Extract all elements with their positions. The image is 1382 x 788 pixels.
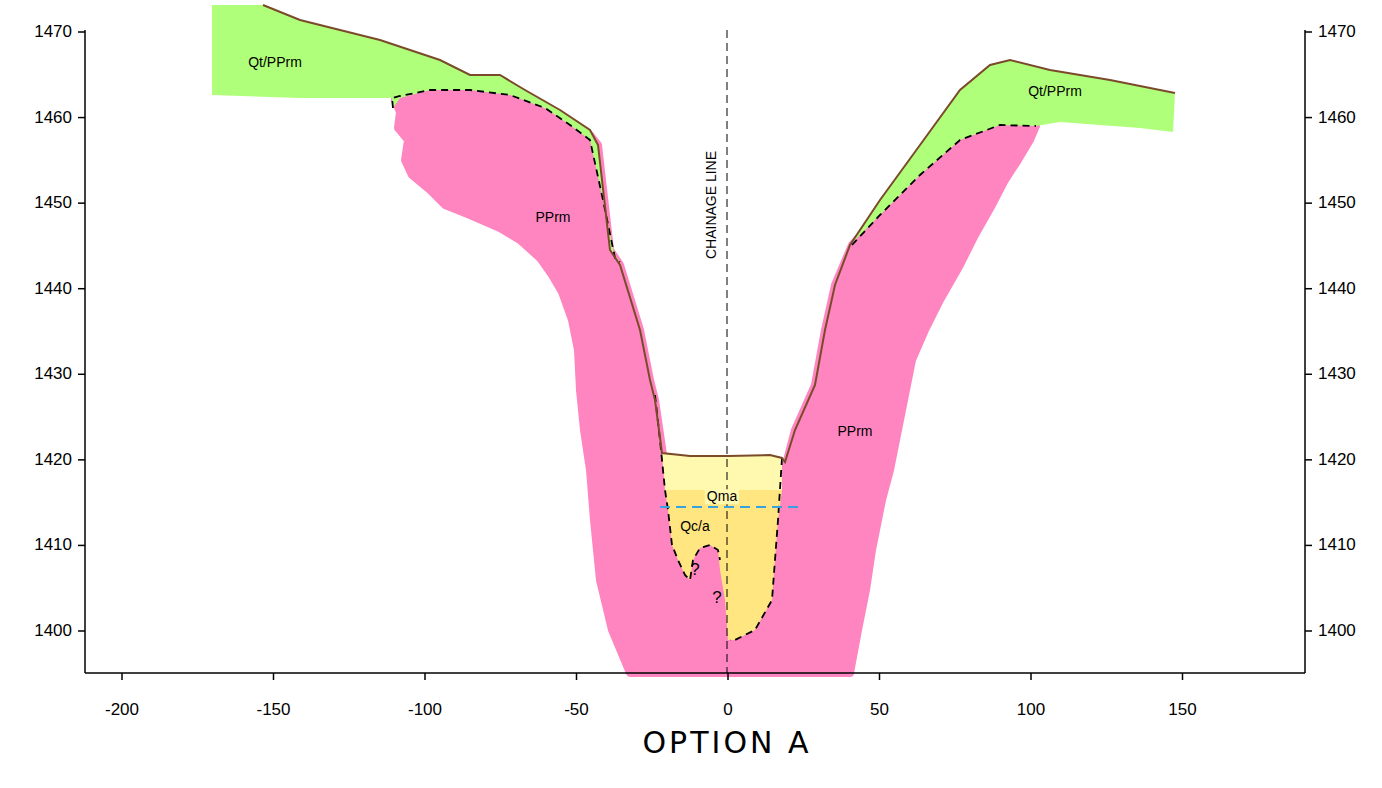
geologic-contact <box>392 90 1036 640</box>
unit-label: Qc/a <box>680 519 710 534</box>
tick-mark <box>424 673 426 680</box>
colluvium-region <box>665 490 782 640</box>
axis-value: 150 <box>1168 701 1196 720</box>
tick-mark <box>1305 374 1312 376</box>
ground-surface <box>263 5 1175 462</box>
bedrock-region <box>395 90 1036 673</box>
axis-value: 1440 <box>34 279 72 298</box>
unit-label: Qt/PPrm <box>248 55 302 70</box>
tick-mark <box>121 673 123 680</box>
unit-label: Qt/PPrm <box>1028 84 1082 99</box>
axis-ticks <box>78 32 1312 680</box>
axis-value: 1400 <box>1318 622 1356 641</box>
tick-mark <box>576 673 578 680</box>
axis-value: 1400 <box>34 622 72 641</box>
terrace-region <box>212 5 620 262</box>
axis-value: 1420 <box>34 451 72 470</box>
axis-value: 1430 <box>1318 365 1356 384</box>
axis-value: -100 <box>408 701 442 720</box>
axis-value: -50 <box>564 701 589 720</box>
axis-value: 1410 <box>34 536 72 555</box>
axis-value: 1450 <box>1318 194 1356 213</box>
tick-mark <box>1030 673 1032 680</box>
line-label: CHAINAGE LINE <box>704 151 719 259</box>
axis-value: 1450 <box>34 194 72 213</box>
water-table <box>660 506 800 508</box>
axis-frame <box>85 30 1305 673</box>
tick-mark <box>78 545 85 547</box>
axis-value: 1420 <box>1318 451 1356 470</box>
axis-value: 1460 <box>34 108 72 127</box>
query-mark: ? <box>712 589 721 608</box>
tick-mark <box>78 117 85 119</box>
tick-mark <box>78 459 85 461</box>
axis-value: -200 <box>105 701 139 720</box>
tick-mark <box>727 673 729 680</box>
tick-mark <box>1305 31 1312 33</box>
tick-mark <box>879 673 881 680</box>
tick-mark <box>78 288 85 290</box>
unit-label: PPrm <box>536 210 571 225</box>
axis-value: 1470 <box>34 23 72 42</box>
tick-mark <box>1305 117 1312 119</box>
tick-mark <box>1305 545 1312 547</box>
axis-value: 100 <box>1017 701 1045 720</box>
terrace-region <box>850 60 1175 245</box>
axis-value: 50 <box>870 701 889 720</box>
axis-value: 1430 <box>34 365 72 384</box>
axis-value: 0 <box>723 701 732 720</box>
tick-mark <box>78 31 85 33</box>
section-caption: OPTION A <box>643 726 812 759</box>
tick-mark <box>1305 202 1312 204</box>
query-mark: ? <box>690 561 699 580</box>
tick-mark <box>78 630 85 632</box>
chainage-line <box>727 30 728 673</box>
tick-mark <box>78 374 85 376</box>
tick-mark <box>273 673 275 680</box>
tick-mark <box>1182 673 1184 680</box>
unit-label: PPrm <box>838 424 873 439</box>
tick-mark <box>78 202 85 204</box>
axis-value: 1470 <box>1318 23 1356 42</box>
axis-value: -150 <box>256 701 290 720</box>
tick-mark <box>1305 288 1312 290</box>
tick-mark <box>1305 630 1312 632</box>
axis-value: 1410 <box>1318 536 1356 555</box>
axis-value: 1460 <box>1318 108 1356 127</box>
axis-value: 1440 <box>1318 279 1356 298</box>
unit-label: Qma <box>705 489 739 504</box>
alluvium-region <box>662 453 782 490</box>
tick-mark <box>1305 459 1312 461</box>
